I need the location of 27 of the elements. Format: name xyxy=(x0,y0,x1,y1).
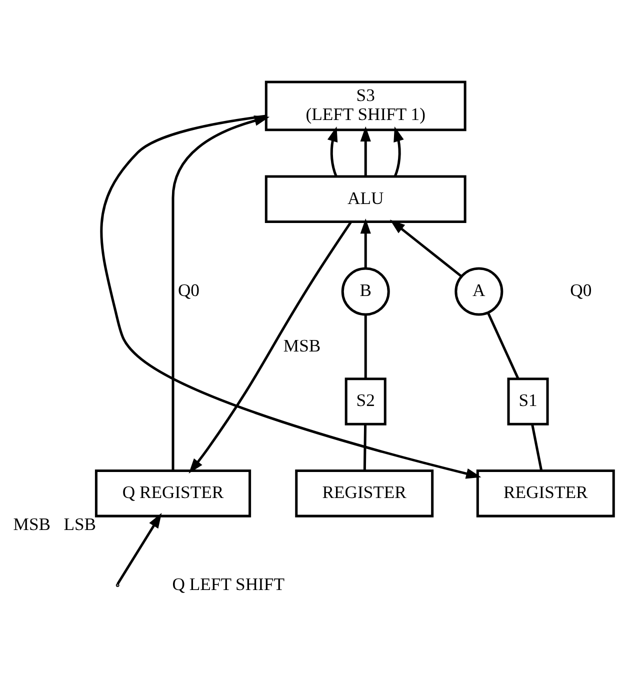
arrow xyxy=(360,126,371,176)
node-box: ALU xyxy=(264,174,466,223)
node-box: S1 xyxy=(507,377,549,425)
connector xyxy=(363,424,367,470)
arrow xyxy=(390,219,462,277)
node-box: REGISTER xyxy=(476,468,615,517)
arrow xyxy=(360,218,371,268)
connector xyxy=(487,312,520,379)
node-box: S3 (LEFT SHIFT 1) xyxy=(264,80,466,131)
connector xyxy=(531,423,543,470)
arrow xyxy=(188,221,352,474)
node-box: REGISTER xyxy=(295,468,434,517)
arrow xyxy=(100,114,482,478)
connector xyxy=(364,314,367,378)
arrow xyxy=(116,512,162,584)
node-circle: B xyxy=(341,266,390,316)
node-circle: A xyxy=(454,266,504,316)
node-box: S2 xyxy=(344,377,386,425)
node-label: MSB LSB xyxy=(13,514,96,534)
arrow xyxy=(172,115,270,470)
edge-label: Q0 xyxy=(178,280,200,300)
label: Q LEFT SHIFT xyxy=(172,573,284,594)
arrow xyxy=(327,126,338,176)
node-box: Q REGISTER xyxy=(94,468,252,517)
edge-label: MSB xyxy=(283,334,321,355)
arrow xyxy=(394,126,404,176)
label: Q0 xyxy=(570,280,592,300)
